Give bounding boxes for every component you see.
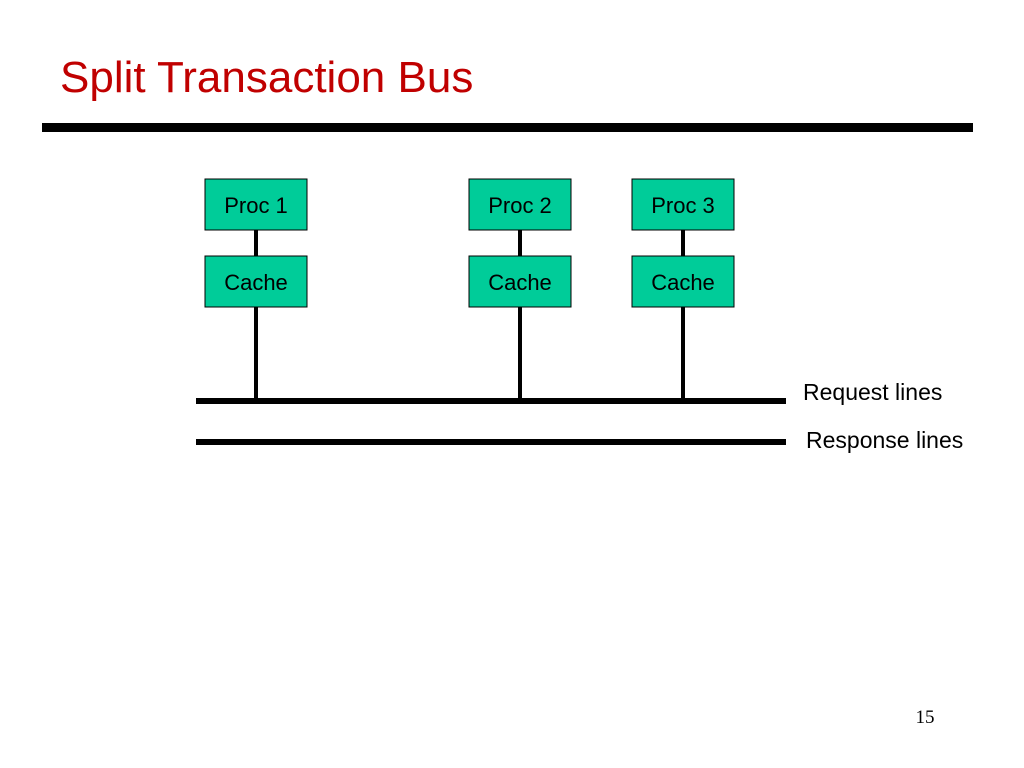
page-number: 15 [915, 707, 935, 728]
cache1-label: Cache [224, 270, 288, 295]
proc1-label: Proc 1 [224, 193, 288, 218]
request-lines-label: Request lines [803, 379, 942, 405]
response-lines-label: Response lines [806, 427, 963, 453]
proc3-node: Proc 3 [631, 178, 735, 231]
cache3-label: Cache [651, 270, 715, 295]
cache2-label: Cache [488, 270, 552, 295]
slide-title: Split Transaction Bus [60, 53, 474, 102]
proc1-node: Proc 1 [204, 178, 308, 231]
title-underline [42, 123, 973, 132]
proc2-label: Proc 2 [488, 193, 552, 218]
cache2-node: Cache [468, 255, 572, 308]
proc2-node: Proc 2 [468, 178, 572, 231]
proc3-label: Proc 3 [651, 193, 715, 218]
cache1-node: Cache [204, 255, 308, 308]
cache3-node: Cache [631, 255, 735, 308]
